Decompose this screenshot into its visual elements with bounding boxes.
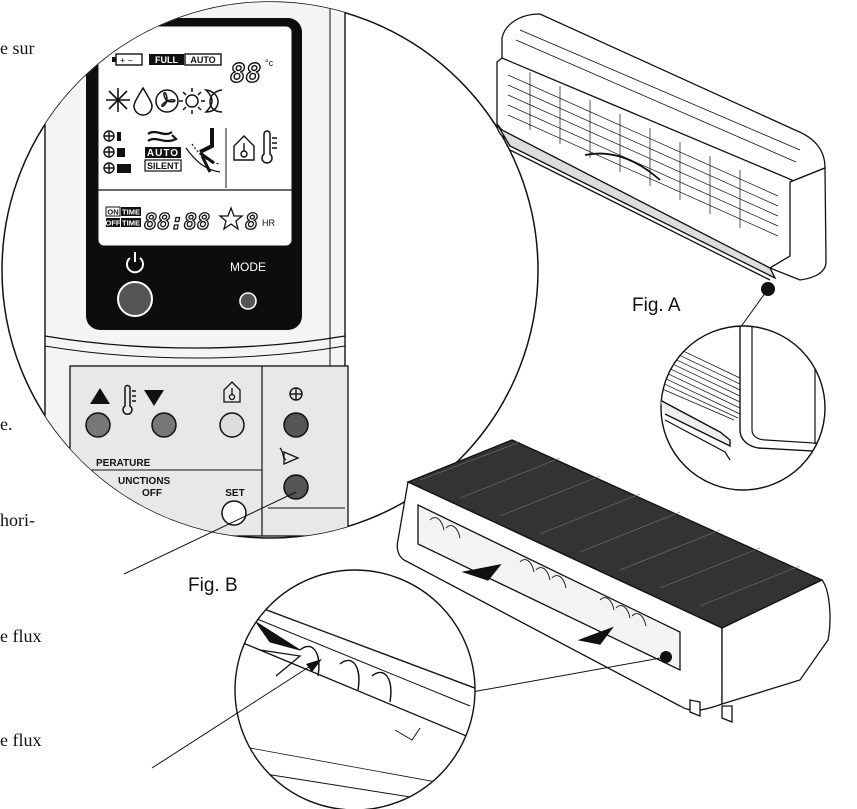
lcd-off-label: OFF	[106, 219, 121, 228]
cool-mode-icon	[106, 88, 130, 112]
swing-pointer-line	[123, 491, 297, 575]
lcd-clock-digits: 88:88	[144, 210, 210, 235]
panel-functions-label: UNCTIONS	[118, 476, 171, 487]
panel-fan-icon	[289, 387, 303, 401]
fig-a-detail	[660, 325, 826, 491]
battery-icon: + −	[112, 53, 143, 66]
auto-mode-icon	[203, 88, 223, 113]
indoor-unit-wall-mounted	[496, 13, 827, 281]
lcd-on-label: ON	[107, 208, 118, 217]
fig-b-detail	[234, 569, 476, 809]
mode-label: MODE	[230, 260, 266, 274]
lcd-silent-label: SILENT	[147, 161, 180, 171]
temperature-up-button[interactable]	[85, 412, 111, 438]
swing-button[interactable]	[283, 474, 309, 500]
panel-thermometer-icon	[122, 384, 136, 415]
fig-a-label: Fig. A	[632, 295, 681, 316]
lcd-temperature-unit: °c	[265, 58, 274, 68]
room-temperature-icon	[233, 135, 255, 161]
remote-control-magnifier: + − FULL AUTO 88 °c	[1, 1, 539, 539]
fan-mode-icon	[155, 89, 179, 113]
power-button[interactable]	[117, 281, 153, 317]
star-icon	[218, 206, 244, 231]
panel-off-label: OFF	[142, 488, 162, 499]
panel-set-label: SET	[225, 488, 244, 499]
lcd-hr-label: HR	[262, 218, 275, 228]
dry-mode-icon	[133, 86, 153, 116]
flap-position-icon	[185, 128, 221, 173]
louvre-pointer-line	[151, 664, 313, 769]
thermometer-icon	[261, 130, 277, 164]
panel-room-temperature-icon	[223, 381, 241, 403]
swing-icon	[279, 447, 300, 465]
mode-button[interactable]	[239, 292, 257, 310]
lcd-full-label: FULL	[155, 55, 178, 65]
side-text-4: e flux	[0, 626, 42, 646]
fig-b-label: Fig. B	[188, 575, 238, 596]
lcd-hour-digit: 8	[245, 210, 258, 235]
button-panel	[69, 365, 349, 537]
side-text-1: e sur	[0, 38, 35, 58]
side-text-5: e flux	[0, 730, 42, 750]
indoor-unit-console	[396, 439, 831, 723]
side-text-3: hori-	[0, 510, 35, 530]
lcd-on-time-label: TIME	[122, 208, 140, 217]
power-icon	[126, 252, 144, 274]
fan-speed-button[interactable]	[283, 412, 309, 438]
side-text-2: e.	[0, 414, 13, 434]
panel-temperature-label: PERATURE	[96, 458, 151, 469]
heat-mode-icon	[179, 88, 205, 114]
lcd-fan-auto-label: AUTO	[147, 148, 179, 159]
temperature-up-icon	[90, 388, 110, 404]
lcd-temperature-digits: 88	[230, 59, 261, 89]
room-sensor-button[interactable]	[219, 412, 245, 438]
lcd-off-time-label: TIME	[122, 219, 140, 228]
lcd-screen	[97, 25, 293, 247]
fan-speed-indicator	[103, 130, 115, 174]
lcd-auto-label: AUTO	[190, 55, 215, 65]
svg-text:+ −: + −	[120, 56, 133, 66]
temperature-down-icon	[144, 390, 164, 406]
temperature-down-button[interactable]	[151, 412, 177, 438]
